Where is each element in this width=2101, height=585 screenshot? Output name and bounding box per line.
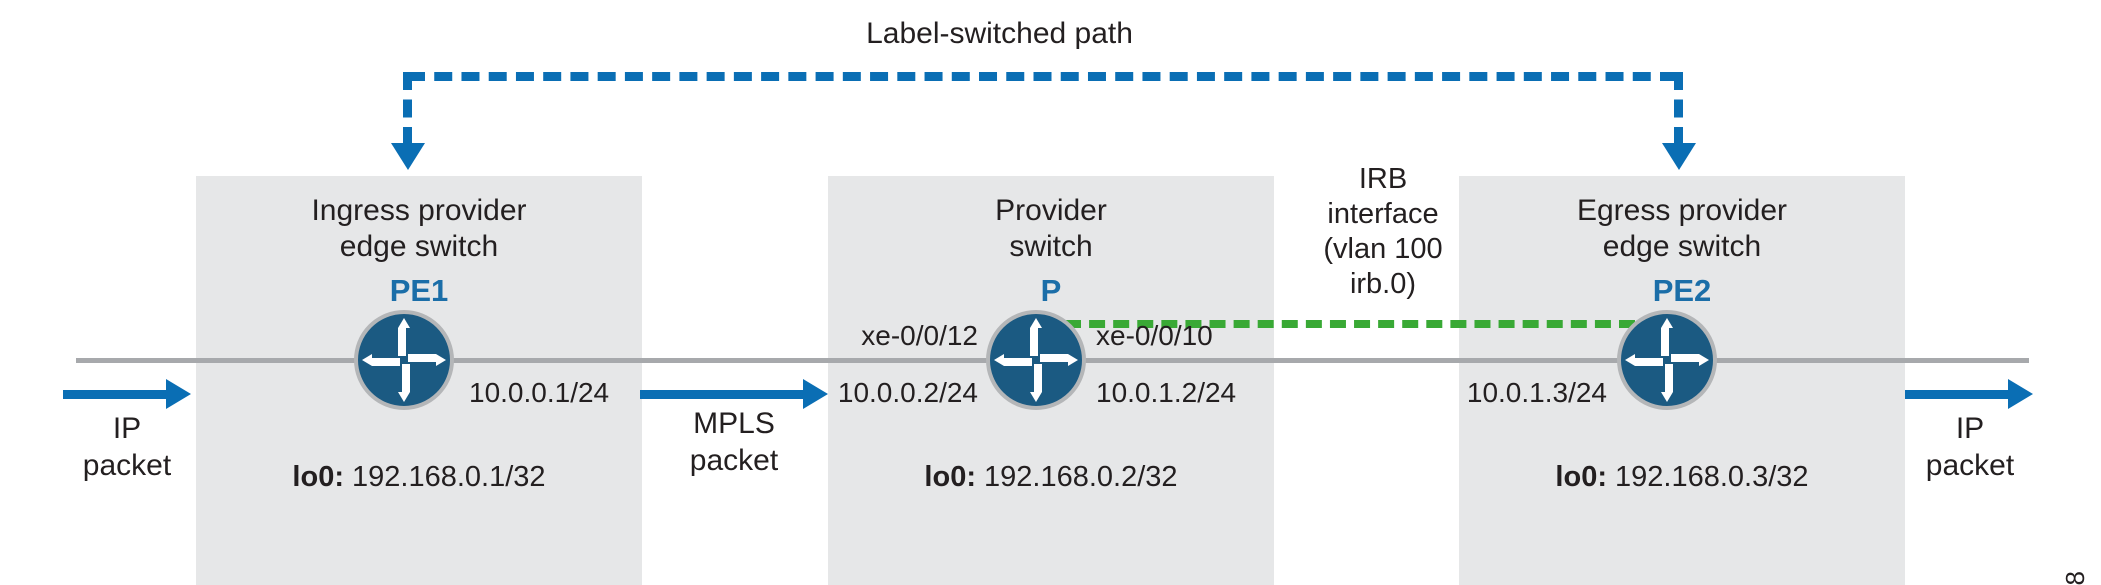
irb-interface-note: IRB interface (vlan 100 irb.0) <box>1258 162 1508 302</box>
mpls-packet-caption-line-1: MPLS <box>693 407 775 440</box>
ingress-arrow-head <box>166 379 191 409</box>
lsp-arrowhead-left-icon <box>391 143 425 170</box>
device-code-pe2: PE2 <box>1652 273 1712 308</box>
loopback-p: lo0: 192.168.0.2/32 <box>828 461 1274 494</box>
interface-address-p-right: 10.0.1.2/24 <box>1096 377 1237 408</box>
loopback-pe2: lo0: 192.168.0.3/32 <box>1459 461 1905 494</box>
ingress-packet-caption-line-1: IP <box>112 412 142 445</box>
device-title-p-line-1: Provider <box>995 194 1107 227</box>
loopback-pe2-address: 192.168.0.3/32 <box>1615 461 1809 493</box>
irb-note-line-3: (vlan 100 <box>1323 233 1443 265</box>
interface-address-p-left: 10.0.0.2/24 <box>837 377 978 408</box>
loopback-pe1-label: lo0: <box>292 461 344 493</box>
interface-name-p-right: xe-0/0/10 <box>1096 320 1213 351</box>
device-title-pe1: Ingress provider edge switch <box>196 193 642 265</box>
lsp-path-top-segment <box>407 72 1678 81</box>
mpls-arrow-head <box>803 379 828 409</box>
loopback-p-label: lo0: <box>924 461 976 493</box>
router-icon-pe1 <box>354 310 454 410</box>
interface-name-p-left: xe-0/0/12 <box>861 320 978 351</box>
device-code-pe1: PE1 <box>389 273 449 308</box>
device-title-pe2: Egress provider edge switch <box>1459 193 1905 265</box>
irb-note-line-1: IRB <box>1358 163 1408 195</box>
mpls-arrow-shaft <box>640 390 803 399</box>
device-title-p-line-2: switch <box>1009 230 1093 263</box>
mpls-packet-caption-line-2: packet <box>689 444 779 477</box>
figure-id-watermark: g043528 <box>2060 571 2091 585</box>
device-title-pe1-line-2: edge switch <box>339 230 499 263</box>
lsp-path-left-segment <box>403 72 412 145</box>
lsp-label-text: Label-switched path <box>866 17 1133 50</box>
egress-arrow-shaft <box>1905 390 2008 399</box>
lsp-path-right-segment <box>1674 72 1683 145</box>
router-icon-pe2 <box>1617 310 1717 410</box>
interface-address-pe1-right: 10.0.0.1/24 <box>469 377 610 408</box>
egress-packet-caption-line-1: IP <box>1955 412 1985 445</box>
loopback-p-address: 192.168.0.2/32 <box>984 461 1178 493</box>
egress-packet-caption: IP packet <box>1900 410 2040 484</box>
mpls-packet-caption: MPLS packet <box>638 405 830 479</box>
device-code-p: P <box>1040 273 1062 308</box>
loopback-pe1-address: 192.168.0.1/32 <box>352 461 546 493</box>
device-title-pe1-line-1: Ingress provider <box>311 194 527 227</box>
irb-note-line-4: irb.0) <box>1349 268 1417 300</box>
device-title-p: Provider switch <box>828 193 1274 265</box>
loopback-pe2-label: lo0: <box>1555 461 1607 493</box>
egress-packet-caption-line-2: packet <box>1925 449 2015 482</box>
lsp-arrowhead-right-icon <box>1662 143 1696 170</box>
device-title-pe2-line-2: edge switch <box>1602 230 1762 263</box>
interface-address-pe2-left: 10.0.1.3/24 <box>1466 377 1607 408</box>
irb-note-line-2: interface <box>1327 198 1439 230</box>
loopback-pe1: lo0: 192.168.0.1/32 <box>196 461 642 494</box>
irb-interface-link <box>1065 320 1635 328</box>
ingress-arrow-shaft <box>63 390 166 399</box>
lsp-label: Label-switched path <box>0 17 2101 51</box>
egress-arrow-head <box>2008 379 2033 409</box>
ingress-packet-caption: IP packet <box>57 410 197 484</box>
ingress-packet-caption-line-2: packet <box>82 449 172 482</box>
router-icon-p <box>986 310 1086 410</box>
device-title-pe2-line-1: Egress provider <box>1576 194 1788 227</box>
